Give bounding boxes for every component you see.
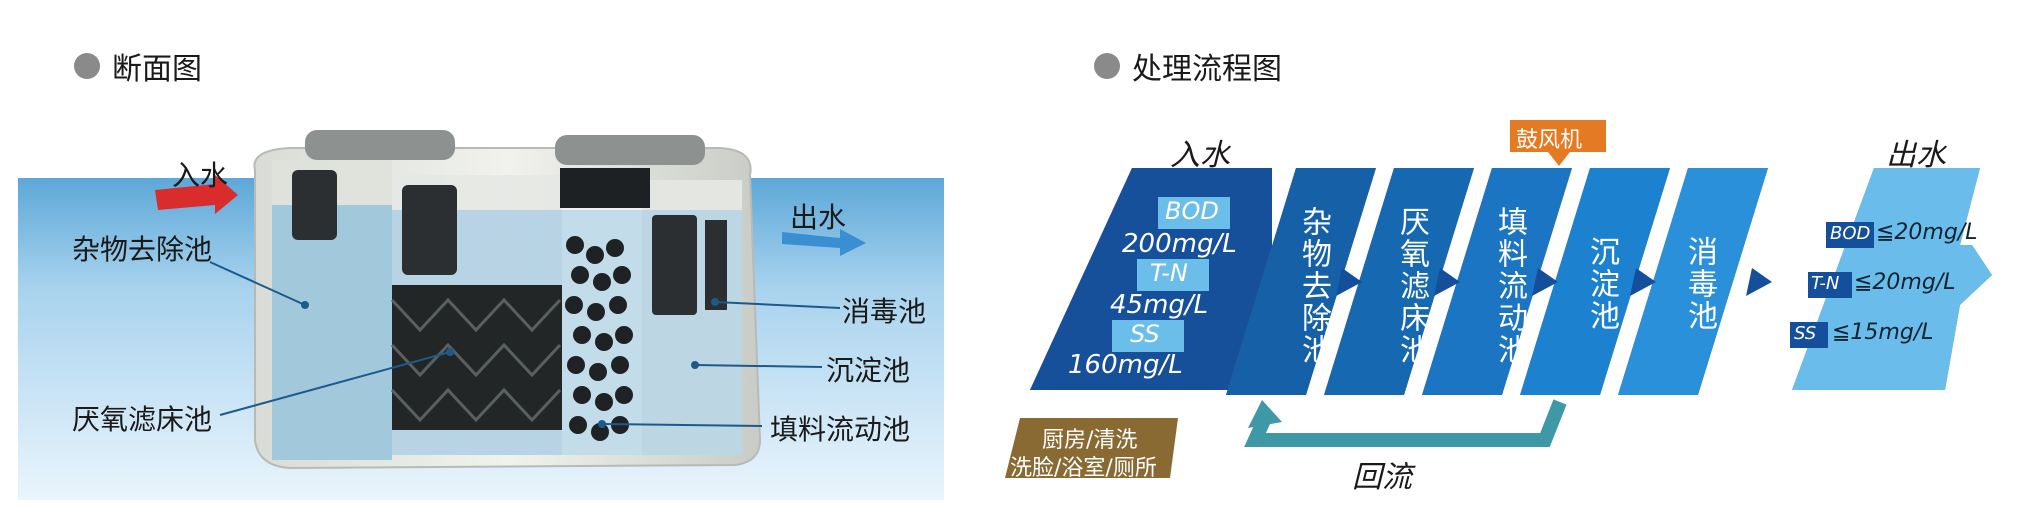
source-line-2: 洗脸/浴室/厕所 [1010, 456, 1157, 481]
stage-arrows [1336, 268, 1772, 296]
inflow-param-name-ss: SS [1130, 320, 1160, 348]
blower-pointer [1548, 152, 1570, 166]
outflow-arrow [782, 229, 866, 256]
anaerobic-tank-label: 厌氧滤床池 [72, 403, 213, 436]
stage-label-2: 厌氧滤床池 [1394, 206, 1429, 366]
source-box [1005, 418, 1178, 478]
outlet-pipe [705, 220, 727, 310]
stage-column-1 [1226, 168, 1376, 395]
leader-lines [209, 261, 841, 427]
outflow-param-name-ss: SS [1794, 323, 1817, 344]
flow-chart-title: 处理流程图 [1132, 52, 1282, 87]
water-in-debris [272, 205, 392, 460]
pipe-anaerobic [402, 185, 457, 275]
outflow-param-value-ss: ≦15mg/L [1832, 320, 1934, 345]
sedimentation-tank-label: 沉淀池 [826, 354, 911, 387]
stage-label-1: 杂物去除池 [1296, 206, 1331, 366]
outflow-label: 出水 [790, 201, 847, 234]
stage-column-5 [1618, 168, 1768, 395]
stage-column-3 [1422, 168, 1572, 395]
stage-column-2 [1324, 168, 1474, 395]
filter-media-pattern [390, 297, 562, 423]
leader-dots [301, 298, 719, 428]
return-loop-line [1244, 399, 1567, 447]
moving-bed-tank-label: 填料流动池 [770, 413, 911, 446]
flow-inflow-label: 入水 [1170, 138, 1230, 173]
inflow-param-box-tn [1137, 259, 1209, 291]
inflow-param-name-bod: BOD [1165, 197, 1219, 225]
inflow-param-box-bod [1158, 197, 1230, 229]
inflow-param-name-tn: T-N [1150, 259, 1188, 287]
disinfect-unit [652, 215, 697, 315]
inlet-pipe [292, 170, 337, 240]
inflow-param-value-tn: 45mg/L [1110, 290, 1209, 320]
outflow-panel [1792, 168, 1992, 390]
outflow-param-box-bod [1826, 222, 1874, 248]
source-line-1: 厨房/清洗 [1042, 428, 1138, 453]
stage-column-4 [1520, 168, 1670, 395]
outflow-param-value-tn: ≦20mg/L [1854, 270, 1956, 295]
debris-tank-label: 杂物去除池 [72, 233, 213, 266]
outflow-param-box-ss [1790, 322, 1828, 348]
filter-media [392, 285, 562, 430]
section-title-cross: 断面图 [74, 44, 202, 88]
blower-label: 鼓风机 [1516, 128, 1583, 153]
outflow-param-value-bod: ≦20mg/L [1876, 220, 1978, 245]
stage-label-3: 填料流动池 [1492, 206, 1527, 366]
section-title-flow: 处理流程图 [1094, 44, 1282, 88]
outflow-param-name-tn: T-N [1811, 273, 1840, 294]
blower-box [1510, 120, 1606, 152]
stage-label-4: 沉淀池 [1584, 236, 1619, 332]
moving-bed-media [565, 236, 633, 441]
inflow-arrow [155, 175, 238, 214]
disinfection-tank-label: 消毒池 [842, 295, 927, 328]
inflow-label: 入水 [172, 159, 229, 192]
blower-unit [560, 168, 650, 208]
cross-section-title: 断面图 [112, 52, 202, 87]
return-flow-label: 回流 [1352, 460, 1412, 495]
stage-label-5: 消毒池 [1682, 236, 1717, 332]
inflow-param-value-bod: 200mg/L [1122, 229, 1237, 259]
tank-lid-left [305, 130, 455, 160]
inflow-param-value-ss: 160mg/L [1068, 350, 1183, 380]
outflow-param-name-bod: BOD [1830, 223, 1871, 244]
bullet-icon [74, 53, 100, 79]
flow-outflow-label: 出水 [1886, 138, 1946, 173]
outflow-param-box-tn [1808, 272, 1852, 298]
inflow-param-box-ss [1112, 320, 1184, 352]
tank-lid-right [555, 135, 705, 165]
bullet-icon [1094, 53, 1120, 79]
return-loop-arrowhead [1248, 400, 1282, 428]
